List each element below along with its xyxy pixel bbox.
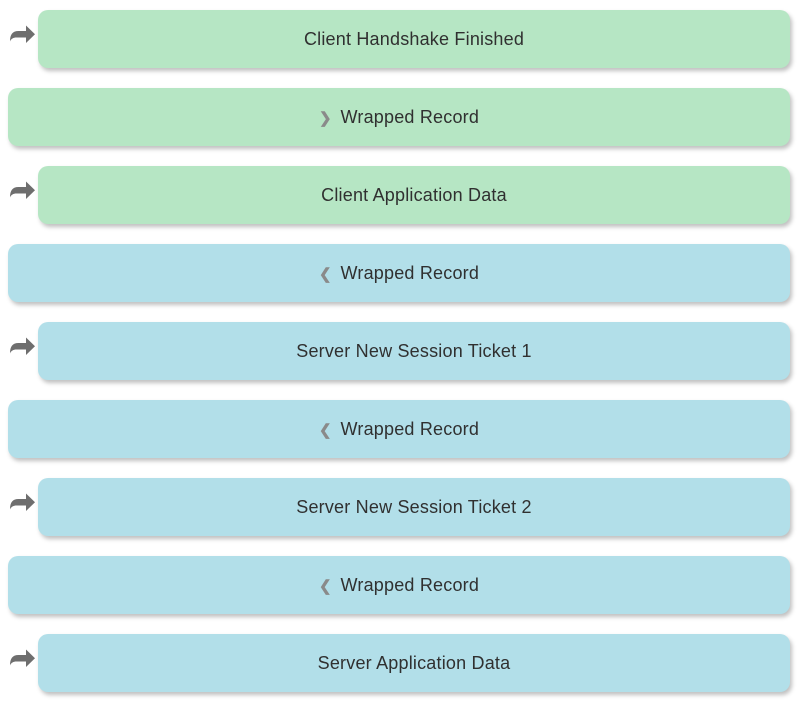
record-row: ❮ Wrapped Record <box>8 556 790 614</box>
record-row: ❯ Wrapped Record <box>8 88 790 146</box>
record-wrapped-record-server-2[interactable]: ❮ Wrapped Record <box>8 400 790 458</box>
record-row: Server Application Data <box>8 634 790 692</box>
record-server-application-data[interactable]: Server Application Data <box>38 634 790 692</box>
sent-arrow-icon <box>8 648 38 668</box>
record-client-handshake-finished[interactable]: Client Handshake Finished <box>38 10 790 68</box>
record-wrapped-record-client[interactable]: ❯ Wrapped Record <box>8 88 790 146</box>
record-row: Client Application Data <box>8 166 790 224</box>
record-label: Wrapped Record <box>340 418 480 439</box>
record-label: Wrapped Record <box>340 106 480 127</box>
record-label: Client Application Data <box>321 184 507 205</box>
sent-arrow-icon <box>8 336 38 356</box>
record-label: Server Application Data <box>317 652 511 673</box>
record-row: Client Handshake Finished <box>8 10 790 68</box>
record-label: Server New Session Ticket 1 <box>296 340 532 361</box>
record-server-new-session-ticket-2[interactable]: Server New Session Ticket 2 <box>38 478 790 536</box>
chevron-left-icon: ❮ <box>318 266 332 283</box>
record-wrapped-record-server-3[interactable]: ❮ Wrapped Record <box>8 556 790 614</box>
record-client-application-data[interactable]: Client Application Data <box>38 166 790 224</box>
sent-arrow-icon <box>8 180 38 200</box>
record-server-new-session-ticket-1[interactable]: Server New Session Ticket 1 <box>38 322 790 380</box>
record-row: Server New Session Ticket 2 <box>8 478 790 536</box>
chevron-right-icon: ❯ <box>318 110 332 127</box>
record-label: Wrapped Record <box>340 574 480 595</box>
record-wrapped-record-server-1[interactable]: ❮ Wrapped Record <box>8 244 790 302</box>
chevron-left-icon: ❮ <box>318 578 332 595</box>
record-row: Server New Session Ticket 1 <box>8 322 790 380</box>
sent-arrow-icon <box>8 24 38 44</box>
chevron-left-icon: ❮ <box>318 422 332 439</box>
record-label: Server New Session Ticket 2 <box>296 496 532 517</box>
record-row: ❮ Wrapped Record <box>8 400 790 458</box>
record-row: ❮ Wrapped Record <box>8 244 790 302</box>
sent-arrow-icon <box>8 492 38 512</box>
record-label: Client Handshake Finished <box>303 28 525 49</box>
record-label: Wrapped Record <box>340 262 480 283</box>
